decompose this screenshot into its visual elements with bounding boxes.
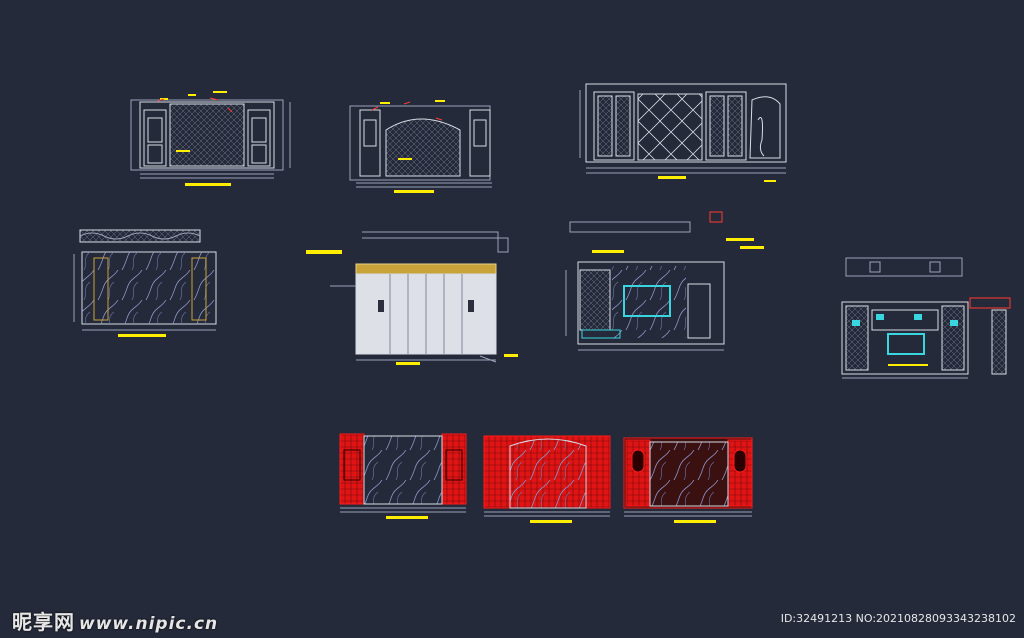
- elevation-2: [349, 100, 492, 193]
- watermark-brand: 昵享网: [12, 610, 75, 634]
- elevation-6: [565, 211, 764, 351]
- elevation-4: [73, 229, 217, 337]
- elevation-1: [130, 91, 291, 186]
- red-elevation-3: [623, 437, 753, 523]
- red-elevation-2: [483, 435, 611, 523]
- elevation-7: [841, 257, 1011, 379]
- watermark-url: www.nipic.cn: [79, 614, 219, 634]
- red-elevation-1: [339, 433, 467, 519]
- elevation-3: [579, 83, 787, 182]
- elevation-5: [306, 231, 518, 365]
- watermark-id: ID:32491213 NO:20210828093343238102: [780, 612, 1016, 625]
